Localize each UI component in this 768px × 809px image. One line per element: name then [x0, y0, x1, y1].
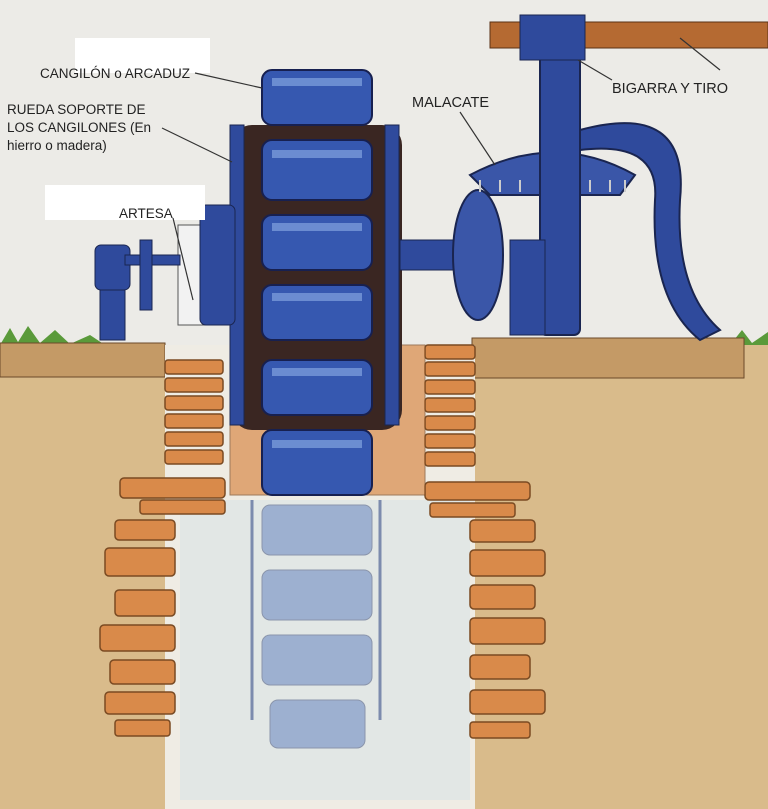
leader-wheel: [161, 127, 233, 163]
small-pump: [94, 239, 181, 341]
brick-wall-right: [424, 344, 546, 739]
axle-left: [199, 204, 236, 326]
submerged-chain: [250, 500, 382, 720]
label-bg: [45, 185, 205, 220]
brick-wall-left: [99, 359, 226, 737]
label-wheel-line2: LOS CANGILONES (En: [7, 120, 151, 135]
vertical-shaft: [539, 39, 581, 336]
bevel-gear: [452, 189, 504, 321]
well-water: [180, 500, 470, 800]
label-gear: MALACATE: [412, 95, 489, 111]
support-arm: [579, 122, 722, 342]
bucket-highlights: [272, 78, 362, 448]
leader-beam-2: [679, 37, 721, 71]
label-wheel-line3: hierro o madera): [7, 138, 107, 153]
shaft-base: [509, 239, 546, 336]
label-trough: ARTESA: [119, 206, 173, 221]
ground-slab-left: [0, 342, 166, 378]
label-bucket: CANGILÓN o ARCADUZ: [40, 66, 190, 81]
label-beam: BIGARRA Y TIRO: [612, 81, 728, 97]
beam-clamp: [519, 14, 586, 61]
ground-slab-right: [471, 337, 745, 379]
leader-gear: [459, 111, 496, 166]
grass-left: [0, 326, 105, 345]
submerged-buckets: [261, 504, 373, 749]
label-bg: [75, 38, 210, 73]
wheel-support: [232, 125, 402, 430]
leader-beam: [577, 59, 613, 81]
label-wheel-line1: RUEDA SOPORTE DE: [7, 102, 146, 117]
leader-bucket: [194, 72, 263, 89]
gear-teeth: [479, 180, 626, 192]
leader-trough: [172, 217, 194, 301]
